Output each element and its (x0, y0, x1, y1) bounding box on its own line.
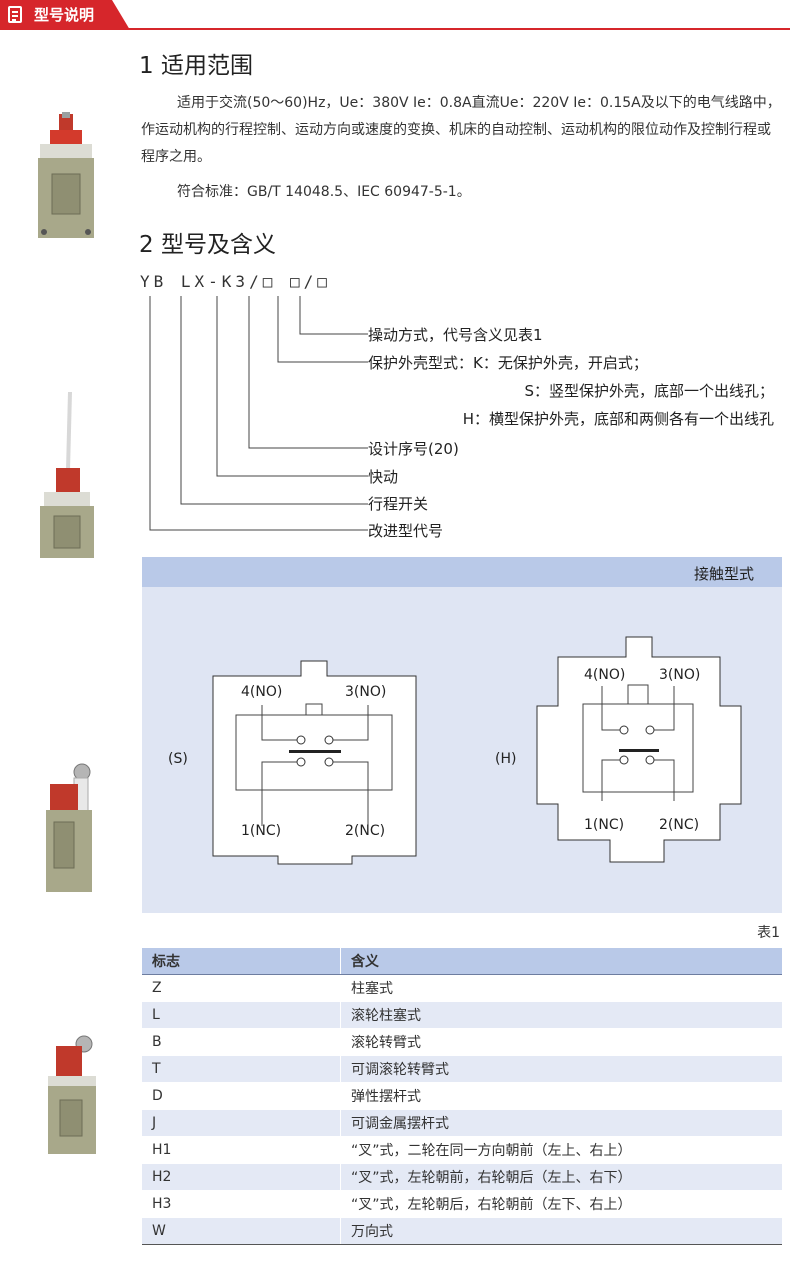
table-caption: 表1 (757, 925, 780, 941)
legend-improved: 改进型代号 (368, 522, 444, 540)
diagram-h-label: (H) (495, 751, 517, 767)
table-cell-code: H3 (142, 1190, 341, 1218)
diagram-s-label: (S) (168, 751, 188, 767)
table-cell-code: B (142, 1028, 341, 1056)
diagram-s-housing (212, 660, 417, 865)
table-row: H2“叉”式，左轮朝前，右轮朝后（左上、右下） (142, 1163, 782, 1191)
legend-quick: 快动 (368, 468, 399, 486)
section1-paragraph: 适用于交流(50～60)Hz，Ue：380V Ie：0.8A直流Ue：220V … (141, 95, 781, 165)
diagram-h-terminal-1: 1(NC) (584, 817, 625, 833)
product-image-rod-lever (40, 392, 94, 558)
diagram-h-terminal-2: 2(NC) (659, 817, 700, 833)
header-rule (0, 28, 790, 30)
header-title: 型号说明 (34, 6, 95, 24)
table-cell-meaning: 滚轮柱塞式 (340, 1001, 782, 1029)
table-cell-meaning: “叉”式，左轮朝前，右轮朝后（左上、右下） (340, 1163, 782, 1191)
legend-housing-s: S：竖型保护外壳，底部一个出线孔； (524, 382, 774, 400)
contact-diagram-header: 接触型式 (142, 557, 782, 587)
table-cell-meaning: 万向式 (340, 1217, 782, 1245)
diagram-s-terminal-1: 1(NC) (241, 823, 282, 839)
table-row: H1“叉”式，二轮在同一方向朝前（左上、右上） (142, 1136, 782, 1164)
leader-improved (149, 296, 368, 531)
table-cell-code: W (142, 1217, 341, 1245)
diagram-s-terminal-2: 2(NC) (345, 823, 386, 839)
leader-travel-switch (180, 296, 368, 505)
model-code-leader-lines (149, 296, 368, 531)
table-cell-meaning: 可调金属摆杆式 (340, 1109, 782, 1137)
leader-quick (216, 296, 368, 477)
table-header-meaning: 含义 (340, 948, 782, 975)
product-image-roller-arm (46, 763, 92, 892)
legend-operation: 操动方式，代号含义见表1 (368, 326, 543, 344)
table-cell-code: T (142, 1055, 341, 1083)
legend-travel-switch: 行程开关 (368, 495, 429, 513)
diagram-s-terminal-4: 4(NO) (241, 684, 283, 700)
table-row: H3“叉”式，左轮朝后，右轮朝前（左下、右上） (142, 1190, 782, 1218)
contact-diagram-title: 接触型式 (693, 565, 754, 583)
table-cell-code: J (142, 1109, 341, 1137)
section1-standard: 符合标准：GB/T 14048.5、IEC 60947-5-1。 (177, 184, 471, 200)
legend-housing-h: H：横型保护外壳，底部和两侧各有一个出线孔 (462, 410, 774, 428)
section2-title: 2 型号及含义 (139, 232, 276, 258)
diagram-h-housing (536, 636, 742, 863)
legend-housing: 保护外壳型式：K：无保护外壳，开启式； (368, 354, 648, 372)
table-cell-meaning: 弹性摆杆式 (340, 1082, 782, 1110)
leader-operation (299, 296, 368, 335)
table-header-row: 标志 含义 (142, 948, 782, 975)
legend-design-no: 设计序号(20) (368, 440, 459, 458)
section1-title: 1 适用范围 (139, 53, 253, 79)
table-header-code: 标志 (142, 948, 341, 975)
document-icon (8, 6, 22, 23)
diagram-h-terminal-3: 3(NO) (659, 667, 701, 683)
product-image-roller-plunger (48, 1035, 96, 1154)
leader-housing (277, 296, 368, 363)
table-cell-code: Z (142, 974, 341, 1002)
table-cell-code: D (142, 1082, 341, 1110)
table-cell-meaning: 柱塞式 (340, 974, 782, 1002)
table-cell-meaning: 滚轮转臂式 (340, 1028, 782, 1056)
table-cell-meaning: “叉”式，左轮朝后，右轮朝前（左下、右上） (340, 1190, 782, 1218)
table-cell-code: H2 (142, 1163, 341, 1191)
product-image-plunger (38, 112, 94, 238)
leader-design-no (248, 296, 368, 449)
table-cell-meaning: “叉”式，二轮在同一方向朝前（左上、右上） (340, 1136, 782, 1164)
model-code: YB LX-K3/□ □/□ (140, 272, 331, 291)
diagram-h-terminal-4: 4(NO) (584, 667, 626, 683)
table-cell-code: L (142, 1001, 341, 1029)
table-cell-code: H1 (142, 1136, 341, 1164)
diagram-s-terminal-3: 3(NO) (345, 684, 387, 700)
table-cell-meaning: 可调滚轮转臂式 (340, 1055, 782, 1083)
